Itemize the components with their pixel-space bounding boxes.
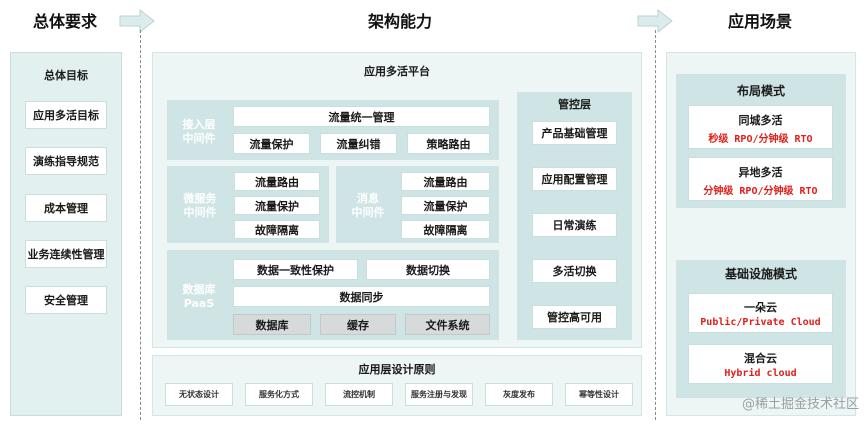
infra-mode-title: 基础设施模式 [724,267,797,281]
layout-mode-title: 布局模式 [736,84,785,98]
infra-card-name: 混合云 [744,352,777,365]
rto-label: RTO [793,186,818,197]
rpo-value: 秒级 [708,134,729,145]
access-item: 策略路由 [407,133,490,154]
layout-card-name: 异地多活 [738,166,783,179]
infra-card-sub: Public/Private Cloud [700,317,821,328]
data-sync: 数据同步 [233,286,490,307]
rto-value: 分钟级 [763,186,794,197]
arrow-right-icon [119,8,155,34]
access-label-line2: 中间件 [182,132,216,145]
infra-card-sub: Hybrid cloud [724,368,797,379]
layout-card-metric: 秒级 RPO/分钟级 RTO [689,130,832,145]
access-item: 流量保护 [233,133,310,154]
principle-item: 流控机制 [325,383,393,406]
control-item: 多活切换 [532,259,617,283]
header-scenario: 应用场景 [727,12,792,31]
control-item: 管控高可用 [532,305,617,329]
principle-item: 无状态设计 [165,383,233,406]
platform-title: 应用多活平台 [364,65,430,78]
infra-card-name: 一朵云 [744,301,777,314]
db-item: 数据切换 [366,259,490,280]
section-divider [140,30,141,420]
database-label: 数据库 PaaS [170,283,228,311]
goal-item: 成本管理 [25,194,107,222]
micro-item: 流量保护 [234,196,320,215]
control-item: 应用配置管理 [532,167,617,191]
goal-item: 安全管理 [25,286,107,314]
db-item: 数据一致性保护 [233,259,358,280]
principle-item: 服务化方式 [245,383,313,406]
principle-item: 幂等性设计 [565,383,633,406]
infra-card-one-cloud: 一朵云 Public/Private Cloud [688,293,833,333]
database-label-line1: 数据库 [182,283,216,296]
header-capability: 架构能力 [367,12,432,31]
database-label-line2: PaaS [183,297,215,310]
principles-panel [152,355,642,416]
control-layer-title: 管控层 [558,98,591,111]
layout-card-metric: 分钟级 RPO/分钟级 RTO [689,182,832,197]
rpo-value: 分钟级 [703,186,734,197]
storage-item: 文件系统 [405,314,490,335]
layout-card-same-city: 同城多活 秒级 RPO/分钟级 RTO [688,105,833,149]
rpo-label: RPO/ [728,134,759,145]
layout-card-name: 同城多活 [738,114,783,127]
traffic-unified-management: 流量统一管理 [233,106,490,127]
rto-value: 分钟级 [758,134,789,145]
overall-goals-title: 总体目标 [44,69,88,82]
watermark: @稀土掘金技术社区 [741,397,859,412]
microservice-label: 微服务 中间件 [170,192,230,220]
message-item: 流量保护 [401,196,490,215]
rto-label: RTO [788,134,813,145]
arrow-right-icon [637,8,673,34]
storage-item: 数据库 [233,314,311,335]
access-layer-label: 接入层 中间件 [170,118,228,146]
goal-item: 演练指导规范 [25,147,107,175]
storage-item: 缓存 [320,314,396,335]
principle-item: 服务注册与发现 [405,383,473,406]
goal-item: 应用多活目标 [25,101,107,129]
principles-title: 应用层设计原则 [358,363,436,376]
access-item: 流量纠错 [320,133,397,154]
control-item: 日常演练 [532,213,617,237]
micro-item: 故障隔离 [234,220,320,239]
message-label-line2: 中间件 [351,206,385,219]
micro-label-line2: 中间件 [183,206,217,219]
section-divider [655,30,656,420]
control-item: 产品基础管理 [532,121,617,145]
layout-card-remote: 异地多活 分钟级 RPO/分钟级 RTO [688,157,833,201]
header-overall: 总体要求 [32,12,97,31]
infra-card-hybrid-cloud: 混合云 Hybrid cloud [688,344,833,384]
principle-item: 灰度发布 [485,383,553,406]
rpo-label: RPO/ [733,186,764,197]
micro-label-line1: 微服务 [183,192,217,205]
message-label: 消息 中间件 [338,192,398,220]
micro-item: 流量路由 [234,172,320,191]
message-item: 流量路由 [401,172,490,191]
message-label-line1: 消息 [357,192,379,205]
message-item: 故障隔离 [401,220,490,239]
goal-item: 业务连续性管理 [25,240,107,268]
access-label-line1: 接入层 [182,118,216,131]
